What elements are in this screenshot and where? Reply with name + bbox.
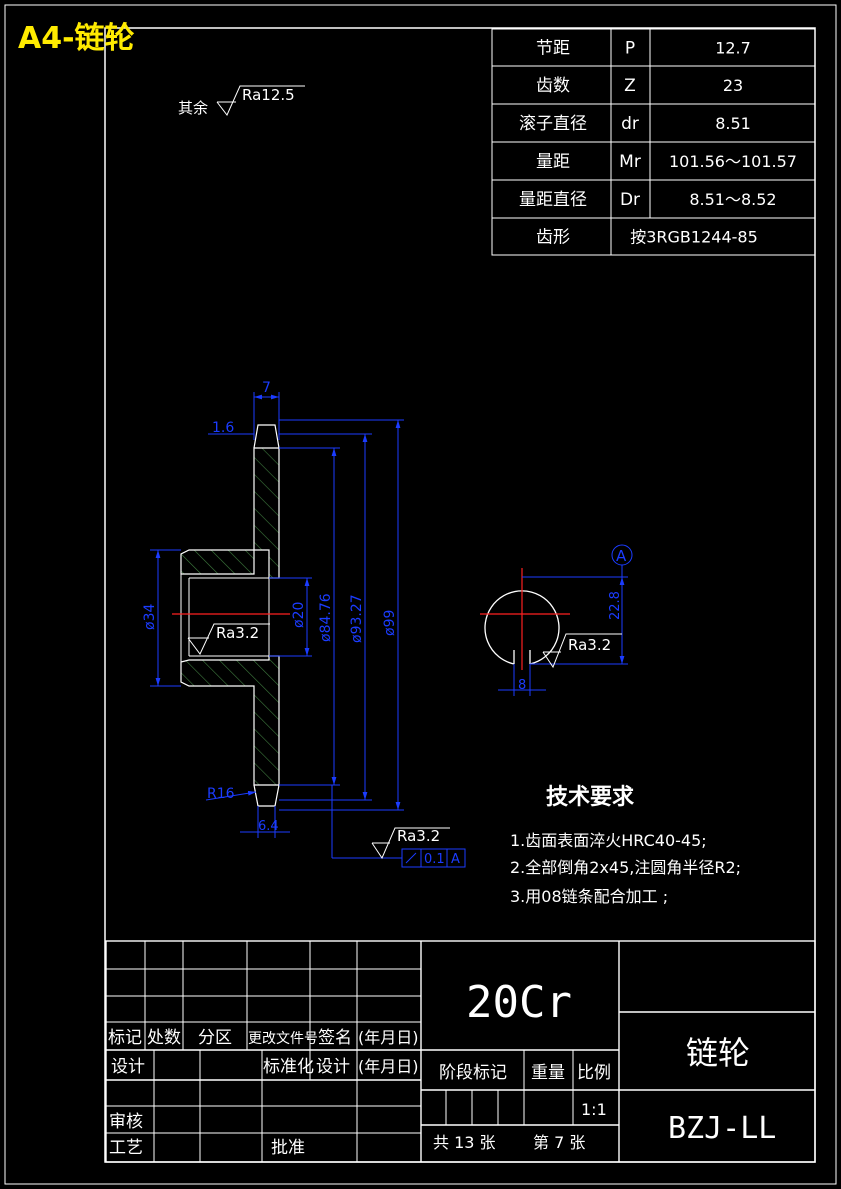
param-value: 8.51～8.52 xyxy=(689,190,776,209)
roughness-other-label: 其余 xyxy=(178,99,208,117)
param-value: 23 xyxy=(723,76,743,95)
param-value: 8.51 xyxy=(715,114,751,133)
param-name: 滚子直径 xyxy=(519,114,587,134)
tb-header: (年月日) xyxy=(358,1028,419,1047)
param-name: 量距直径 xyxy=(519,190,587,210)
tb-header: 更改文件号 xyxy=(248,1031,318,1047)
param-symbol: Mr xyxy=(619,152,641,172)
keyway-width: 8 xyxy=(518,678,526,693)
tech-title: 技术要求 xyxy=(546,785,634,810)
tb-material: 20Cr xyxy=(466,977,572,1028)
roughness-face-value: Ra3.2 xyxy=(397,827,440,845)
tb-drawing-no: BZJ-LL xyxy=(668,1111,776,1146)
param-symbol: dr xyxy=(621,114,639,134)
dim-d3: ø99 xyxy=(382,610,398,636)
dim-d1: ø84.76 xyxy=(318,593,334,642)
runout-datum: A xyxy=(451,852,460,867)
tb-stage: 阶段标记 xyxy=(439,1063,507,1083)
roughness-key-value: Ra3.2 xyxy=(568,636,611,654)
param-symbol: Dr xyxy=(620,190,640,210)
tb-scale: 1:1 xyxy=(581,1100,607,1119)
param-name: 量距 xyxy=(536,152,570,172)
tb-approve: 批准 xyxy=(271,1138,305,1158)
sprocket-section xyxy=(172,424,290,807)
param-value: 101.56～101.57 xyxy=(669,152,797,171)
tech-item-2: 2.全部倒角2x45,注圆角半径R2; xyxy=(510,858,741,877)
dimensions xyxy=(150,392,404,859)
sheet-title: A4-链轮 xyxy=(18,21,135,56)
roughness-key-symbol xyxy=(542,633,622,669)
tb-part-name: 链轮 xyxy=(686,1034,750,1072)
runout-tolerance-value: 0.1 xyxy=(424,852,445,867)
outer-border xyxy=(4,4,837,1185)
tb-review: 审核 xyxy=(109,1112,143,1132)
keyway-depth: 22.8 xyxy=(608,591,623,620)
hatched-section-top xyxy=(180,447,280,579)
tb-scale-label: 比例 xyxy=(577,1063,611,1083)
tb-header: 分区 xyxy=(198,1028,232,1048)
param-symbol: P xyxy=(625,39,635,59)
tb-standardize: 标准化 xyxy=(263,1057,314,1077)
roughness-other-value: Ra12.5 xyxy=(242,86,295,104)
param-name: 齿数 xyxy=(536,76,570,96)
tb-header: 签名 xyxy=(318,1028,352,1048)
tb-total-sheets: 共 13 张 xyxy=(433,1133,496,1152)
tb-design: 设计 xyxy=(111,1057,145,1077)
tech-item-1: 1.齿面表面淬火HRC40-45; xyxy=(510,831,707,850)
tb-design2: 设计 xyxy=(316,1057,350,1077)
param-name: 节距 xyxy=(536,39,570,59)
dim-radius: R16 xyxy=(207,786,235,802)
tb-craft: 工艺 xyxy=(109,1138,143,1158)
keyway-datum-circle: A xyxy=(616,547,627,565)
dim-bore-dia: ø20 xyxy=(291,602,307,628)
parameter-table: 节距 P 12.7 齿数 Z 23 滚子直径 dr 8.51 量距 Mr 101.56～101.57 量… xyxy=(491,28,816,256)
roughness-other-symbol xyxy=(216,85,305,116)
runout-tolerance-frame xyxy=(401,848,466,868)
tb-weight: 重量 xyxy=(531,1063,565,1083)
param-value: 12.7 xyxy=(715,39,751,58)
tb-header: 标记 xyxy=(108,1028,142,1048)
hatched-section-bottom xyxy=(180,655,280,786)
tech-item-3: 3.用08链条配合加工 ; xyxy=(510,887,668,906)
tb-sheet-no: 第 7 张 xyxy=(533,1133,585,1152)
roughness-bore-value: Ra3.2 xyxy=(216,624,259,642)
tb-header: 处数 xyxy=(147,1028,181,1048)
title-block xyxy=(105,940,816,1163)
dim-width-top: 7 xyxy=(262,380,271,396)
param-name: 齿形 xyxy=(536,228,570,248)
dim-d2: ø93.27 xyxy=(349,594,365,643)
dim-chamfer-top: 1.6 xyxy=(212,420,234,436)
tb-date2: (年月日) xyxy=(358,1057,419,1076)
roughness-bore-symbol xyxy=(187,623,270,655)
keyway-view xyxy=(480,568,570,670)
param-symbol: Z xyxy=(624,76,636,96)
dim-hub-dia: ø34 xyxy=(142,604,158,630)
param-value: 按3RGB1244-85 xyxy=(630,228,758,247)
dim-bottom-width: 6.4 xyxy=(258,819,279,834)
